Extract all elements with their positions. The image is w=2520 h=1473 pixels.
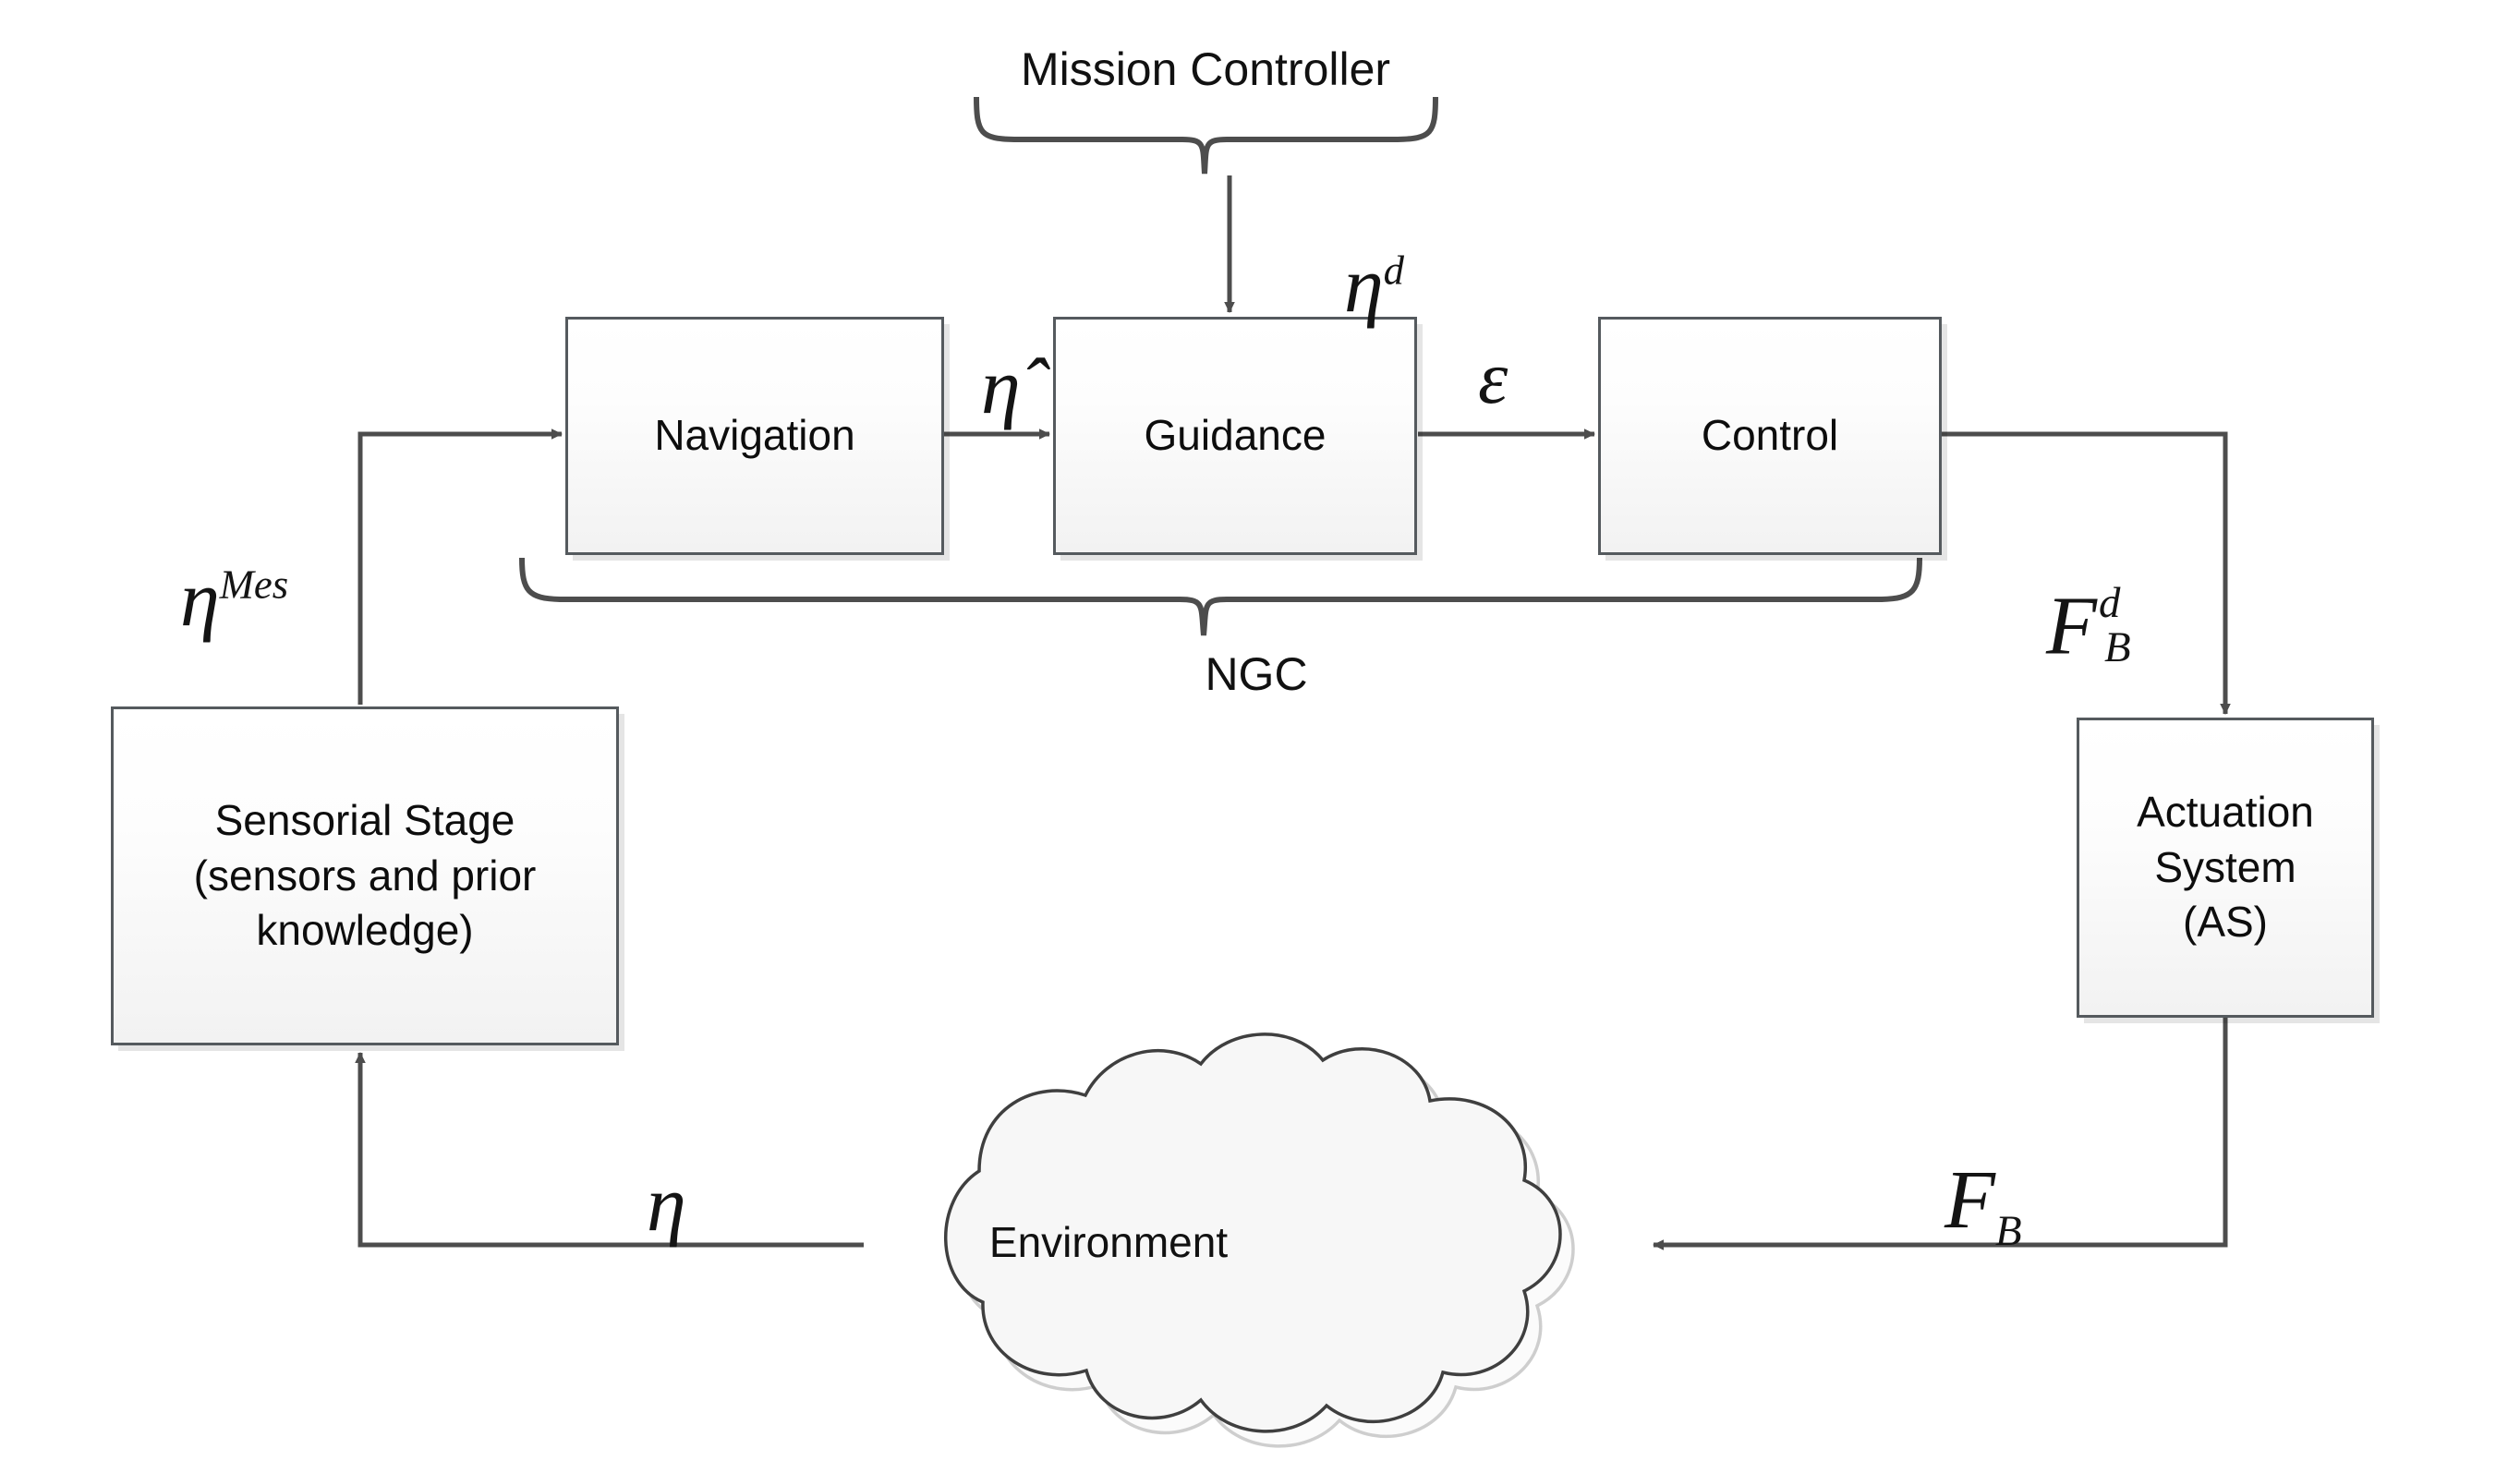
block-sensorial-stage-line1: Sensorial Stage [214,795,515,844]
mission-controller-label: Mission Controller [1020,43,1391,95]
block-navigation[interactable]: Navigation [565,317,944,555]
signal-eta-desired-base: η [1344,240,1384,329]
wire-actuation-to-environment [1653,1018,2228,1250]
signal-eta-measured-sup: Mes [219,561,289,608]
block-actuation-system-line1: Actuation [2137,787,2314,836]
signal-eta-desired-sup: d [1383,247,1405,294]
signal-eta-measured-base: η [180,554,220,643]
signal-force-desired-sup: d [2098,579,2121,627]
signal-eta-hat: η̂ [981,346,1021,426]
signal-force-body-base: F [1945,1154,1995,1246]
block-actuation-system-line3: (AS) [2183,898,2268,947]
block-sensorial-stage-line2: (sensors and prior [193,851,537,899]
block-actuation-system[interactable]: Actuation System (AS) [2077,718,2374,1018]
signal-force-desired-base: F [2046,580,2097,672]
block-control[interactable]: Control [1598,317,1942,555]
signal-epsilon-base: ε [1478,335,1508,419]
block-environment-label: Environment [988,1218,1229,1266]
block-navigation-label: Navigation [654,411,855,460]
signal-eta-hat-base: η̂ [981,342,1021,430]
block-actuation-system-line2: System [2154,842,2296,891]
signal-force-body: FB [1945,1159,2022,1253]
wire-sensorial-to-navigation [357,429,563,705]
ngc-brace [519,557,1922,636]
block-sensorial-stage[interactable]: Sensorial Stage (sensors and prior knowl… [111,706,619,1045]
block-control-label: Control [1701,411,1839,460]
signal-eta-desired: ηd [1344,245,1404,324]
wire-environment-to-sensorial [355,1052,864,1248]
signal-force-desired-sub: B [2103,622,2131,671]
signal-eta-base: η [647,1159,686,1248]
block-guidance[interactable]: Guidance [1053,317,1417,555]
block-sensorial-stage-line3: knowledge) [256,906,474,955]
ngc-label: NGC [1205,648,1308,700]
signal-eta-measured: ηMes [180,559,288,638]
mission-controller-brace [974,96,1438,175]
block-guidance-label: Guidance [1144,411,1327,460]
signal-force-body-sub: B [1994,1207,2022,1255]
signal-eta: η [647,1164,686,1243]
signal-epsilon: ε [1478,340,1508,416]
wire-control-to-actuation [1942,431,2231,715]
